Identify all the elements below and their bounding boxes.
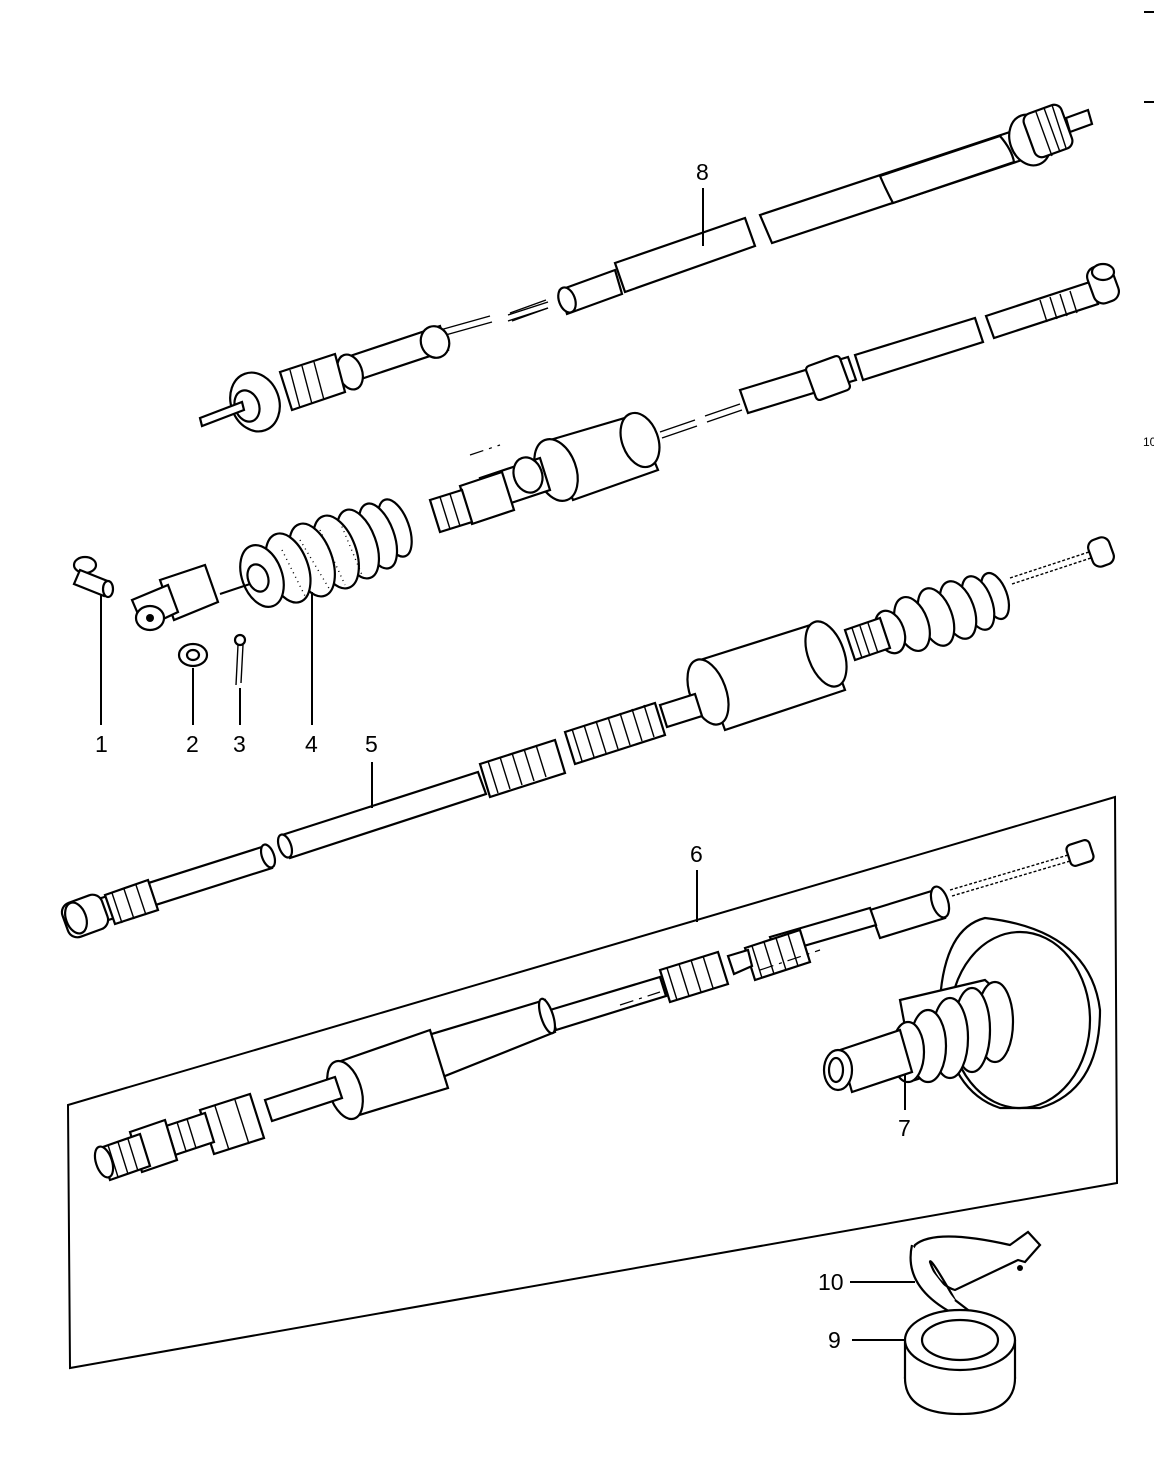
callout-1: 1 [95,731,108,757]
part-5-cable [60,536,1115,939]
edge-mark-text: 10 [1143,435,1154,449]
callout-3: 3 [233,731,246,757]
callout-7: 7 [898,1115,911,1141]
part-9-ring [903,1308,1017,1416]
callout-4: 4 [305,731,318,757]
leader-lines [100,188,915,1341]
callout-10: 10 [818,1269,844,1295]
callout-2: 2 [186,731,199,757]
part-10-clip [909,1230,1042,1320]
edge-marks: 10 [1143,11,1154,449]
part-4-cable-boot-assembly [130,262,1120,632]
callout-5: 5 [365,731,378,757]
part-6-cable [93,839,1095,1182]
part-7-grommet [822,916,1102,1110]
callout-6: 6 [690,841,703,867]
rubber-boot [239,498,413,608]
part-2-washer [177,642,209,668]
callout-8: 8 [696,159,709,185]
callout-9: 9 [828,1327,841,1353]
callout-labels: 1 2 3 4 5 6 7 8 9 10 [95,159,911,1353]
center-lines [469,444,821,1006]
part-1-clevis-pin [72,555,115,599]
part-6-kit-frame [66,795,1119,1370]
part-8-speedometer-cable [198,103,1094,433]
part-3-cotter-pin [233,633,247,686]
